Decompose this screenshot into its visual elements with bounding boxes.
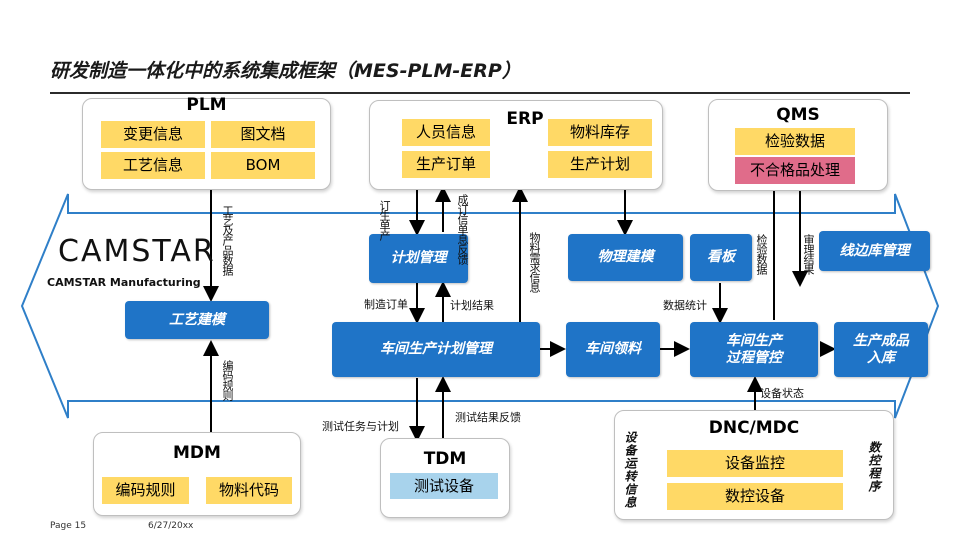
module-kanban[interactable]: 看板 [690, 234, 752, 281]
label-process-product-data: 工艺及产品数据 [221, 205, 234, 275]
dnc-item-monitoring: 设备监控 [667, 450, 843, 477]
label-order-production: 订生单产 [378, 200, 391, 240]
label-data-statistics: 数据统计 [663, 299, 707, 312]
erp-item-inventory: 物料库存 [548, 119, 652, 146]
tdm-item-test-equipment: 测试设备 [390, 473, 498, 499]
label-order-feedback: 成订信单息反馈 [456, 194, 469, 264]
page-number: Page 15 [50, 521, 87, 531]
erp-item-personnel: 人员信息 [402, 119, 490, 146]
label-inspection-data: 检验数据 [755, 234, 768, 274]
plm-title: PLM [186, 95, 227, 115]
dnc-title: DNC/MDC [708, 418, 800, 438]
module-line-side-warehouse[interactable]: 线边库管理 [819, 231, 930, 271]
module-workshop-plan[interactable]: 车间生产计划管理 [332, 322, 540, 377]
module-product-storage[interactable]: 生产成品入库 [834, 322, 928, 377]
label-coding-rules: 编码规则 [221, 360, 234, 400]
footer-date: 6/27/20xx [148, 521, 194, 531]
dnc-system: DNC/MDC 设备监控 数控设备 设备运转信息 数控程序 [614, 410, 894, 520]
dnc-item-cnc: 数控设备 [667, 483, 843, 510]
qms-title: QMS [776, 105, 820, 125]
tdm-system: TDM 测试设备 [380, 438, 510, 518]
dnc-left-label: 设备运转信息 [623, 431, 637, 509]
plm-item-bom: BOM [211, 152, 315, 179]
label-material-demand: 物料需求信息 [528, 232, 541, 292]
camstar-logo: CAMSTAR [58, 236, 216, 268]
qms-item-nonconforming: 不合格品处理 [735, 157, 855, 184]
plm-system: PLM 变更信息 图文档 工艺信息 BOM [82, 95, 331, 190]
plm-item-process: 工艺信息 [101, 152, 205, 179]
plm-item-change: 变更信息 [101, 121, 205, 148]
label-plan-result: 计划结果 [450, 299, 494, 312]
dnc-right-label: 数控程序 [867, 441, 881, 493]
mdm-system: MDM 编码规则 物料代码 [93, 432, 301, 516]
erp-system: ERP 人员信息 物料库存 生产订单 生产计划 [369, 100, 663, 190]
label-manufacturing-order: 制造订单 [364, 298, 408, 311]
plm-item-drawings: 图文档 [211, 121, 315, 148]
erp-title: ERP [506, 109, 544, 129]
label-test-task-plan: 测试任务与计划 [322, 420, 399, 433]
module-physical-modeling[interactable]: 物理建模 [568, 234, 683, 281]
label-review-result: 审理结果 [802, 234, 815, 274]
mdm-item-material-code: 物料代码 [206, 477, 292, 504]
label-device-status: 设备状态 [760, 387, 804, 400]
tdm-title: TDM [423, 449, 467, 469]
title-divider [50, 92, 910, 94]
camstar-wordmark: CAMSTAR [58, 234, 216, 269]
module-plan-management[interactable]: 计划管理 [369, 234, 468, 283]
module-workshop-process-control[interactable]: 车间生产过程管控 [690, 322, 818, 377]
camstar-subtitle: CAMSTAR Manufacturing [47, 276, 201, 289]
module-process-modeling[interactable]: 工艺建模 [125, 301, 269, 339]
erp-item-plan: 生产计划 [548, 151, 652, 178]
mdm-title: MDM [173, 443, 221, 463]
qms-system: QMS 检验数据 不合格品处理 [708, 99, 888, 191]
page-title: 研发制造一体化中的系统集成框架（MES-PLM-ERP） [50, 60, 521, 82]
label-test-result-feedback: 测试结果反馈 [455, 411, 521, 424]
erp-item-order: 生产订单 [402, 151, 490, 178]
module-workshop-material[interactable]: 车间领料 [566, 322, 660, 377]
mdm-item-coding: 编码规则 [102, 477, 189, 504]
qms-item-inspection: 检验数据 [735, 128, 855, 155]
